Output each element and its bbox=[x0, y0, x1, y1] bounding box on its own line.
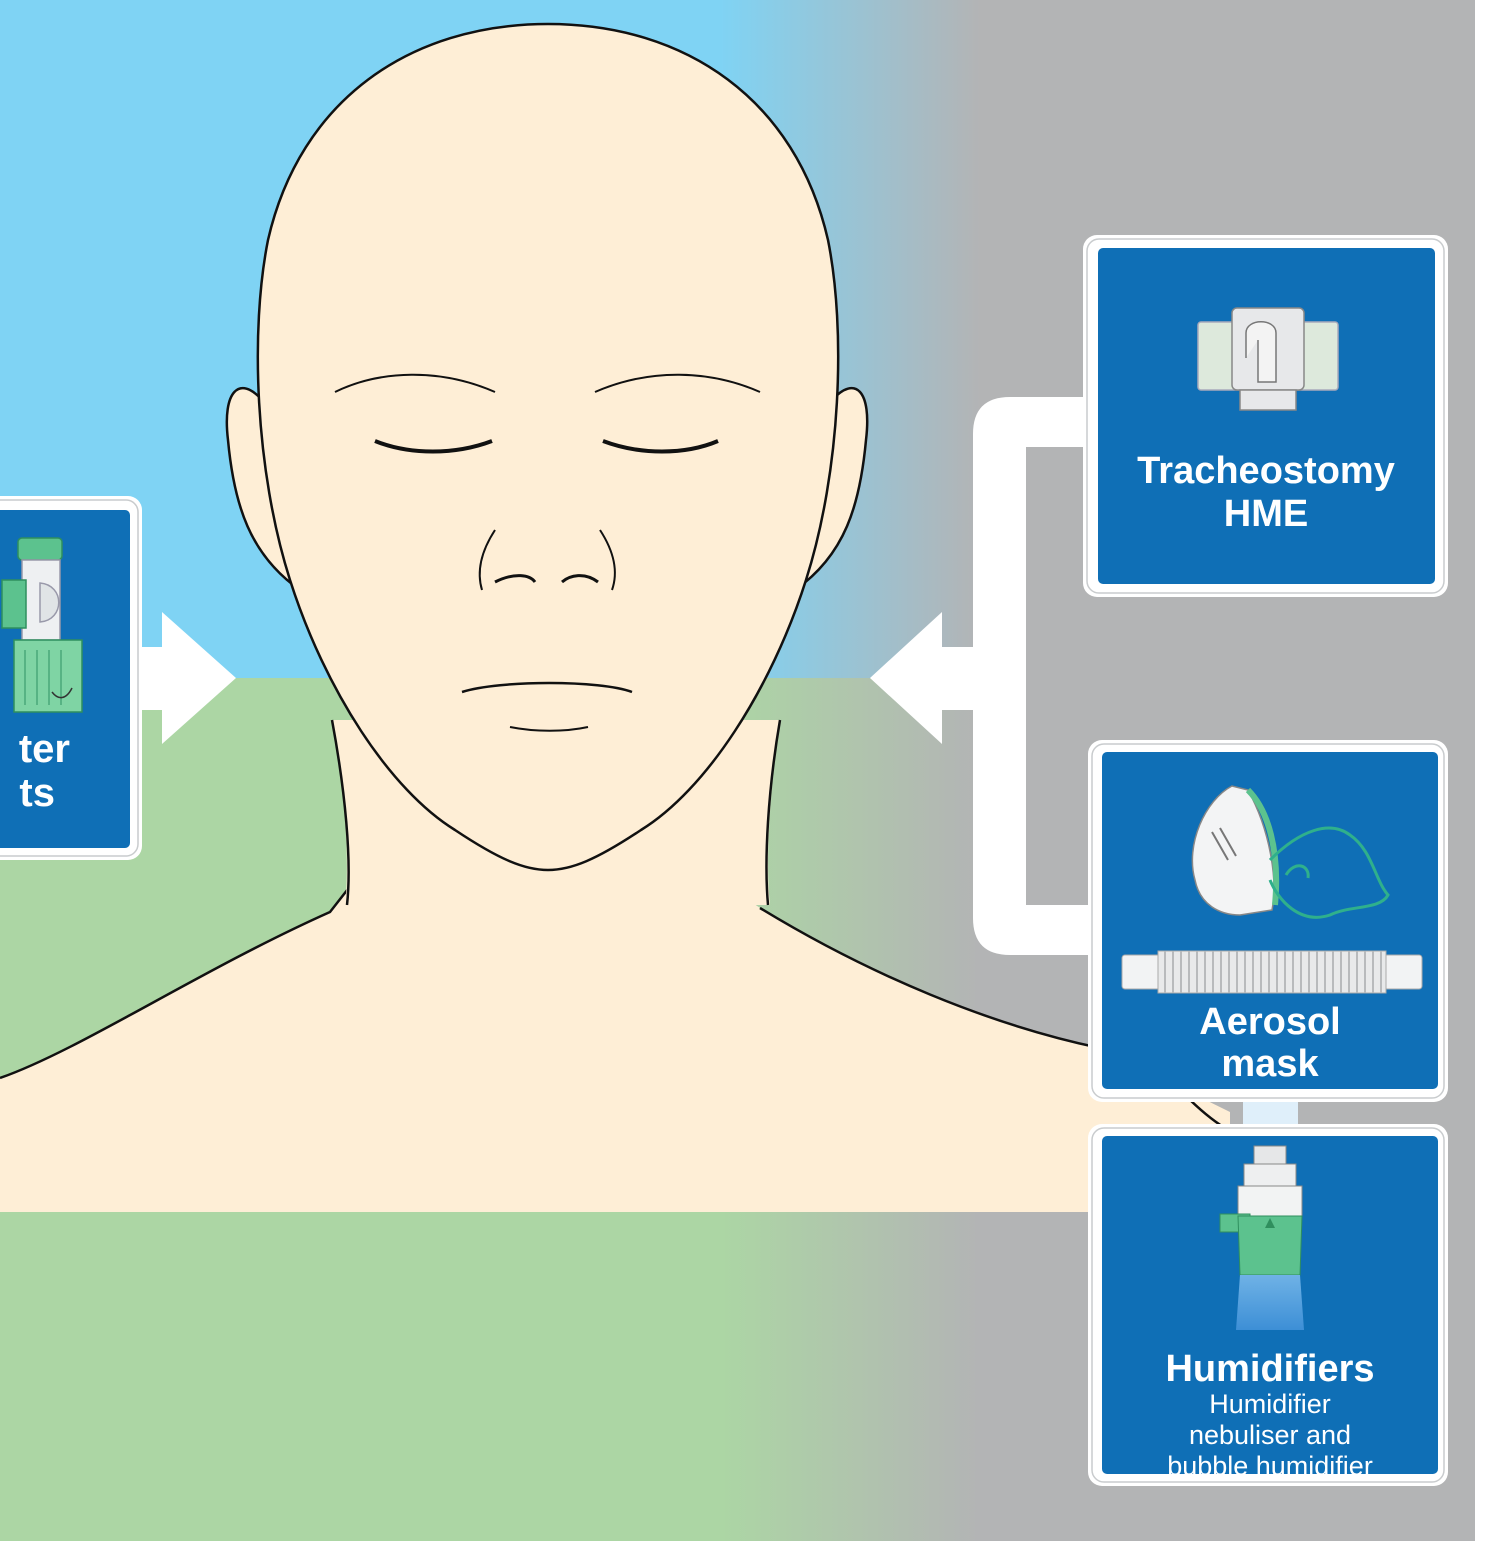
spacer-title-line1: ter bbox=[19, 727, 70, 771]
tracheostomy-title-line2: HME bbox=[1224, 493, 1308, 535]
spacer-card: ter ts bbox=[0, 496, 142, 860]
humidifiers-subtitle-line2: nebuliser and bbox=[1189, 1420, 1351, 1450]
aerosol-title-line1: Aerosol bbox=[1199, 1001, 1340, 1043]
tracheostomy-title-line1: Tracheostomy bbox=[1137, 450, 1395, 492]
corrugated-tube bbox=[1122, 951, 1422, 993]
right-edge bbox=[1475, 0, 1488, 1541]
aerosol-title-line2: mask bbox=[1221, 1043, 1319, 1085]
humidifiers-card: Humidifiers Humidifier nebuliser and bub… bbox=[1088, 1124, 1448, 1486]
humidifiers-title: Humidifiers bbox=[1165, 1348, 1374, 1390]
humidifiers-subtitle-line1: Humidifier bbox=[1209, 1389, 1331, 1419]
spacer-title-line2: ts bbox=[19, 771, 55, 815]
humidifiers-subtitle-line3: bubble humidifier bbox=[1167, 1451, 1373, 1481]
tracheostomy-hme-card: Tracheostomy HME bbox=[1083, 235, 1448, 597]
aerosol-mask-card: Aerosol mask bbox=[1088, 740, 1448, 1102]
